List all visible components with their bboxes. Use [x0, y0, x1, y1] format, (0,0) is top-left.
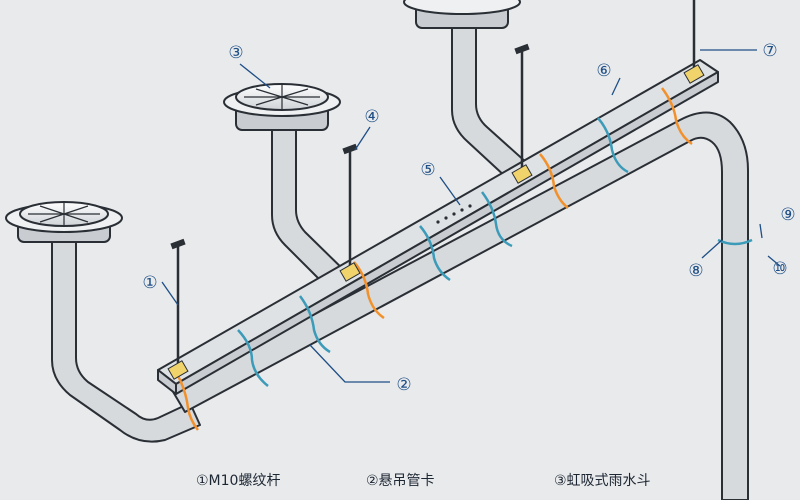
callout-1: ① [142, 273, 157, 293]
siphon-rain-outlet-middle [223, 83, 341, 131]
pipe-network [51, 19, 749, 500]
callouts: ① ② ③ ④ ⑤ ⑥ ⑦ ⑧ ⑨ ⑩ [142, 41, 795, 395]
support-channel-end [157, 369, 177, 395]
callout-7: ⑦ [762, 41, 777, 61]
callout-leader-lines [161, 49, 781, 383]
yellow-fittings [167, 64, 705, 380]
callout-3: ③ [228, 43, 243, 63]
callout-2: ② [396, 375, 411, 395]
channel-slots [436, 204, 472, 224]
main-collector-pipe [171, 111, 749, 500]
callout-4: ④ [364, 107, 379, 127]
hanger-rods [176, 0, 696, 372]
blue-pipe-clamps [237, 117, 629, 387]
rod-anchors [170, 43, 530, 250]
orange-pipe-clamps [174, 87, 693, 431]
siphon-rain-outlet-left [5, 201, 123, 243]
legend-item-hanger-clamp: ②悬吊管卡 [366, 473, 435, 489]
callout-6: ⑥ [596, 61, 611, 81]
callout-5: ⑤ [420, 160, 435, 180]
legend-item-threaded-rod: ①M10螺纹杆 [196, 473, 281, 489]
callout-8: ⑧ [688, 261, 703, 281]
legend-item-siphon-outlet: ③虹吸式雨水斗 [554, 473, 651, 489]
siphon-rain-outlet-right [403, 0, 521, 29]
callout-10: ⑩ [772, 259, 787, 279]
callout-9: ⑨ [780, 205, 795, 225]
